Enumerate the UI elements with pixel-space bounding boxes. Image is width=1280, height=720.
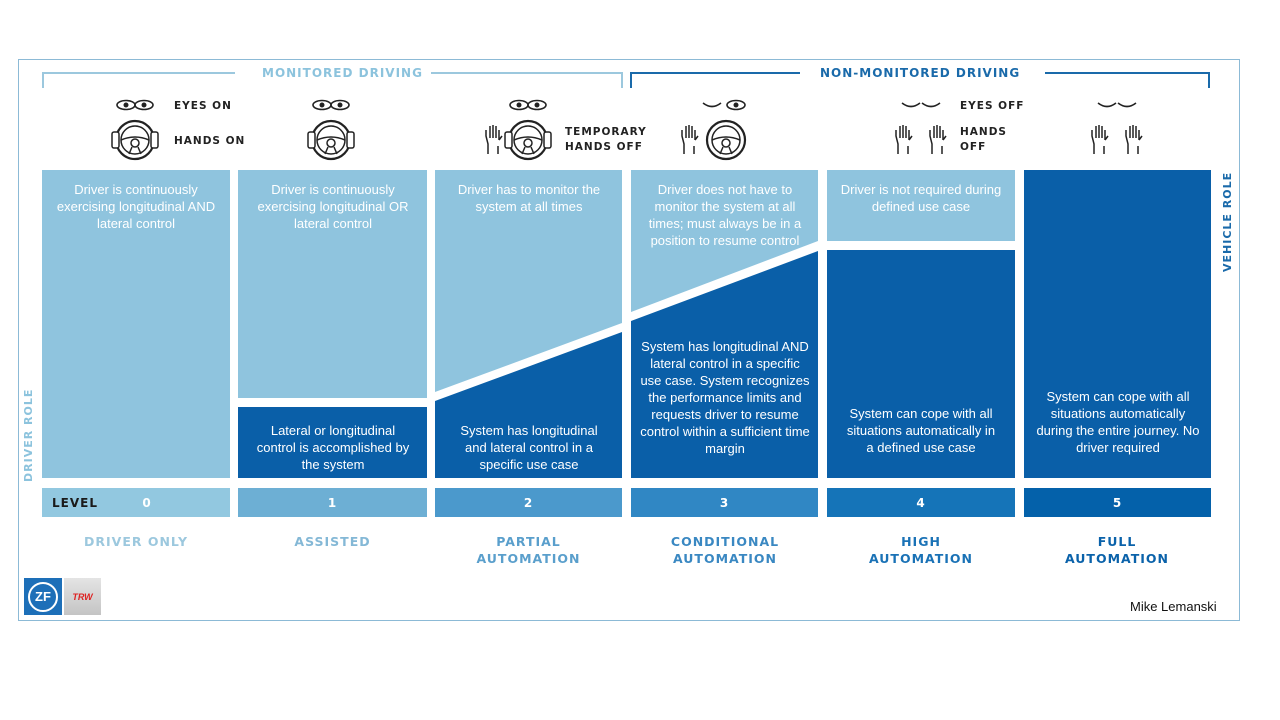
- level-2-cell: 2: [435, 488, 622, 517]
- level1-system-text: Lateral or longitudinal control is accom…: [256, 423, 410, 472]
- level2-driver-panel: [435, 170, 622, 392]
- diagram-frame: [18, 59, 1240, 621]
- eyes-on-label: EYES ON: [174, 100, 232, 112]
- level4-driver-text: Driver is not required during defined us…: [840, 182, 1002, 214]
- level2-system-text: System has longitudinal and lateral cont…: [460, 423, 598, 472]
- level-number: 3: [719, 495, 730, 510]
- hands-off-label: HANDS OFF: [960, 126, 1007, 153]
- level-1-cell: 1: [238, 488, 427, 517]
- vehicle-role-axis-label: VEHICLE ROLE: [1221, 171, 1234, 272]
- author-credit: Mike Lemanski: [1130, 599, 1217, 614]
- level5-system-panel: [1024, 170, 1211, 478]
- zf-logo-text: ZF: [28, 581, 58, 612]
- level4-system-text: System can cope with all situations auto…: [846, 406, 996, 455]
- level4-system-panel: [827, 250, 1015, 478]
- level3-driver-text: Driver does not have to monitor the syst…: [648, 182, 802, 248]
- level-4-name: HIGH AUTOMATION: [868, 534, 973, 566]
- level3-system-text: System has longitudinal AND lateral cont…: [640, 339, 810, 456]
- trw-logo: TRW: [64, 578, 101, 615]
- level-4-cell: 4: [827, 488, 1015, 517]
- one-eye-open-icon: [702, 99, 746, 111]
- level-0-cell: LEVEL 0: [42, 488, 230, 517]
- level-3-cell: 3: [631, 488, 818, 517]
- hands-on-label: HANDS ON: [174, 135, 246, 147]
- level-number: 0: [142, 495, 152, 510]
- level-number: 2: [523, 495, 534, 510]
- level-0-name: DRIVER ONLY: [84, 534, 188, 549]
- monitored-driving-label: MONITORED DRIVING: [254, 66, 431, 80]
- non-monitored-driving-label: NON-MONITORED DRIVING: [812, 66, 1029, 80]
- zf-logo: ZF: [24, 578, 62, 615]
- level-number: 5: [1112, 495, 1123, 510]
- level-3-name: CONDITIONAL AUTOMATION: [670, 534, 780, 566]
- level-number: 1: [327, 495, 338, 510]
- driver-role-axis-label: DRIVER ROLE: [22, 388, 35, 482]
- level-number: 4: [916, 495, 926, 510]
- eyes-off-label: EYES OFF: [960, 100, 1025, 112]
- level5-system-text: System can cope with all situations auto…: [1036, 389, 1200, 455]
- level-1-name: ASSISTED: [294, 534, 371, 549]
- level4-driver-panel: [827, 170, 1015, 241]
- level-5-cell: 5: [1024, 488, 1211, 517]
- level1-driver-text: Driver is continuously exercising longit…: [257, 182, 409, 231]
- level3-driver-panel: [631, 170, 818, 312]
- level2-system-panel: [435, 332, 622, 478]
- level-label: LEVEL: [52, 495, 98, 510]
- level0-driver-panel: [42, 170, 230, 478]
- level3-system-panel: [631, 251, 818, 478]
- level2-driver-text: Driver has to monitor the system at all …: [457, 182, 601, 214]
- level1-system-panel: [238, 407, 427, 478]
- driver-icons: [111, 99, 1143, 161]
- level-5-name: FULL AUTOMATION: [1064, 534, 1169, 566]
- level0-driver-text: Driver is continuously exercising longit…: [56, 182, 216, 231]
- group-brackets: [42, 72, 1210, 88]
- level1-driver-panel: [238, 170, 427, 398]
- temporary-hands-off-label: TEMPORARY HANDS OFF: [565, 126, 647, 153]
- level-2-name: PARTIAL AUTOMATION: [476, 534, 581, 566]
